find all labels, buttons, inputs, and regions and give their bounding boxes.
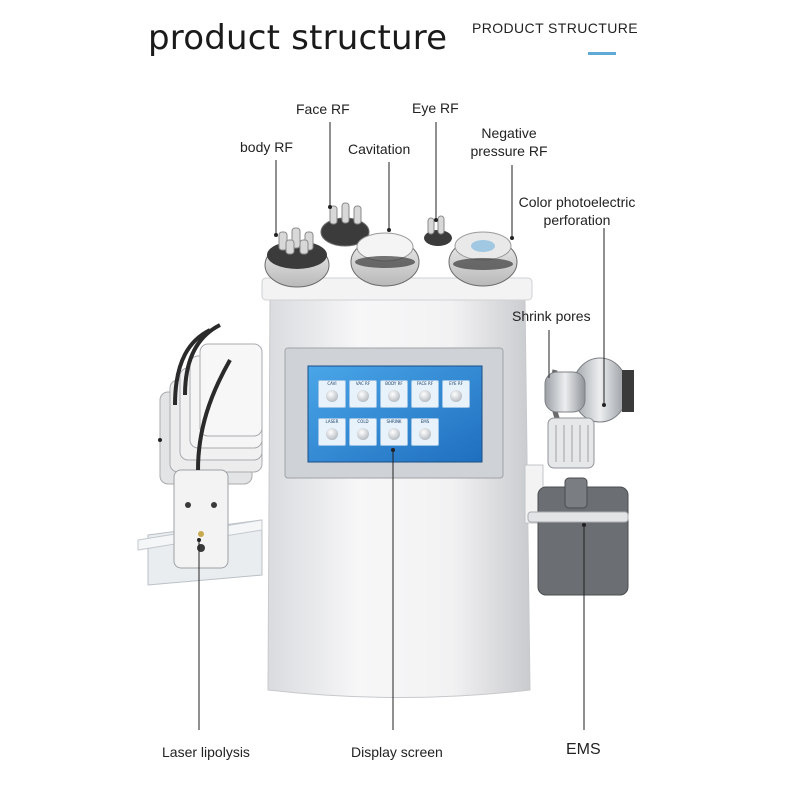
screen-tile-label: COLD <box>357 419 369 424</box>
screen-tile-icon <box>388 428 400 440</box>
screen-tile-label: VAC RF <box>355 381 371 386</box>
screen-tile: COLD <box>349 418 377 446</box>
screen-tile-label: FACE RF <box>416 381 434 386</box>
label-color-photoelectric-line2: perforation <box>543 212 611 228</box>
laser-lipolysis-pads <box>159 323 263 569</box>
screen-tile-icon <box>326 428 338 440</box>
screen-tile: SHRINK <box>380 418 408 446</box>
screen-tile-label: EYE RF <box>449 381 463 386</box>
label-negative-pressure-rf-line2: pressure RF <box>470 143 548 159</box>
page-subtitle: PRODUCT STRUCTURE <box>472 20 638 36</box>
screen-tile: EYE RF <box>442 380 470 408</box>
machine-body <box>261 277 533 698</box>
label-body-rf: body RF <box>240 139 293 155</box>
screen-tile-label: EMS <box>420 419 430 424</box>
leader-lines <box>198 122 605 730</box>
screen-tile-icon <box>326 390 338 402</box>
screen-tile: EMS <box>411 418 439 446</box>
label-display-screen: Display screen <box>351 744 443 760</box>
label-negative-pressure-rf: Negative pressure RF <box>470 124 548 160</box>
subtitle-accent-bar <box>588 52 616 55</box>
label-color-photoelectric-line1: Color photoelectric <box>518 194 636 210</box>
top-handpieces <box>264 202 518 288</box>
screen-tile: LASER <box>318 418 346 446</box>
screen-tiles: CAVI VAC RF BODY RF FACE RF EYE RF LASER COLD S… <box>318 380 478 446</box>
screen-tile-icon <box>388 390 400 402</box>
screen-tile-icon <box>419 428 431 440</box>
screen-tile-label: LASER <box>325 419 339 424</box>
screen-tile: BODY RF <box>380 380 408 408</box>
label-cavitation: Cavitation <box>348 141 411 157</box>
screen-tile-label: BODY RF <box>385 381 403 386</box>
screen-tile-icon <box>419 390 431 402</box>
screen-tile: CAVI <box>318 380 346 408</box>
ems-pad <box>527 477 629 596</box>
screen-tile: FACE RF <box>411 380 439 408</box>
label-eye-rf: Eye RF <box>412 100 459 116</box>
screen-tile-icon <box>357 390 369 402</box>
page-title: product structure <box>148 18 448 58</box>
label-laser-lipolysis: Laser lipolysis <box>162 744 250 760</box>
screen-tile-label: CAVI <box>327 381 337 386</box>
screen-tile: VAC RF <box>349 380 377 408</box>
label-shrink-pores: Shrink pores <box>512 308 591 324</box>
screen-tile-icon <box>357 428 369 440</box>
label-negative-pressure-rf-line1: Negative <box>481 125 537 141</box>
leader-dots <box>158 205 606 542</box>
screen-tile-label: SHRINK <box>386 419 402 424</box>
label-face-rf: Face RF <box>296 101 350 117</box>
screen-tile-icon <box>450 390 462 402</box>
label-color-photoelectric: Color photoelectric perforation <box>512 193 642 229</box>
label-ems: EMS <box>566 741 601 758</box>
